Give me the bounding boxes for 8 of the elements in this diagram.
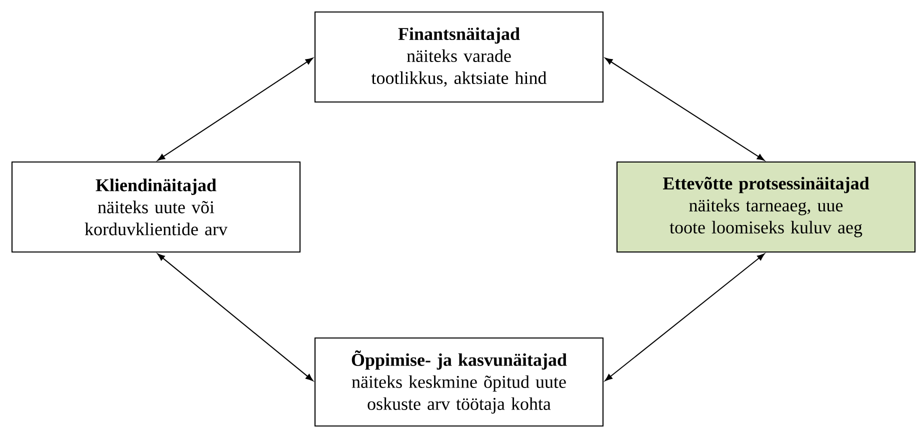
text-box: Kliendinäitajad näiteks uute või korduvklientide arv: [11, 161, 301, 253]
text-box: Finantsnäitajad näiteks varade tootlikkus, aktsiate hind: [314, 11, 604, 103]
arrow: [157, 58, 314, 161]
arrow: [604, 58, 765, 161]
arrow: [157, 253, 314, 382]
text-box: Õppimise- ja kasvunäitajad näiteks keskmine õpitud uute oskuste arv töötaja kohta: [314, 337, 604, 427]
text-box: Ettevõtte protsessinäitajad näiteks tarneaeg, uue toote loomiseks kuluv aeg: [616, 161, 916, 253]
arrow: [604, 253, 765, 382]
